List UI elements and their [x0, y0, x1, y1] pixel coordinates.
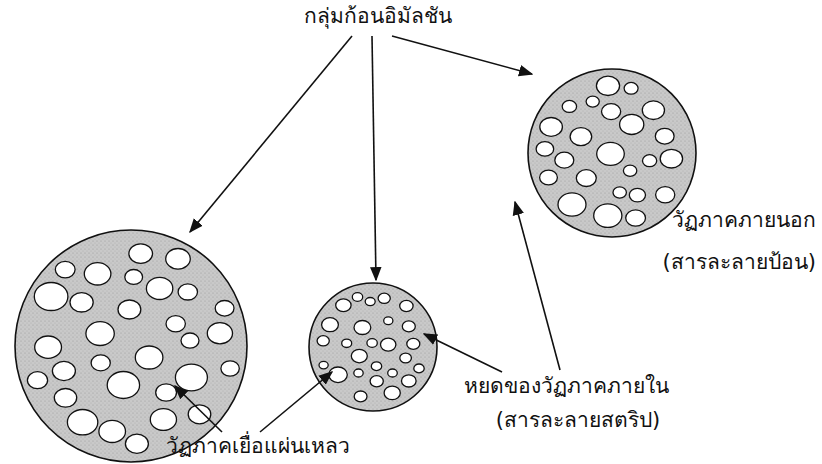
inner-droplet: [125, 270, 143, 285]
inner-droplet: [586, 96, 599, 107]
inner-droplet: [570, 128, 592, 146]
inner-droplet: [540, 170, 558, 185]
inner-droplet: [91, 355, 110, 371]
inner-droplet: [351, 349, 367, 362]
inner-droplet: [370, 376, 383, 387]
inner-droplet: [562, 100, 576, 112]
inner-droplet: [125, 434, 148, 453]
inner-droplet: [86, 322, 114, 346]
leader-lines: [175, 36, 560, 432]
inner-droplet: [322, 318, 339, 332]
inner-droplet: [643, 155, 657, 167]
inner-droplet: [84, 263, 111, 285]
membrane-label: วัฏภาคเยื่อแผ่นเหลว: [166, 434, 350, 459]
inner-droplet: [388, 369, 398, 377]
inner-droplet: [407, 338, 420, 349]
inner-droplet: [319, 361, 328, 369]
inner-droplet: [166, 316, 185, 332]
inner-droplet: [642, 101, 664, 120]
inner-droplet: [317, 336, 329, 346]
inner-droplet: [629, 188, 645, 202]
inner-droplet: [150, 409, 176, 431]
inner-droplet: [188, 405, 211, 424]
droplet-label: หยดของวัฏภาคภายใน: [464, 374, 669, 399]
inner-droplet: [384, 317, 393, 325]
inner-droplet: [594, 204, 622, 228]
inner-droplet: [623, 165, 636, 176]
droplet-note: (สารละลายสตริป): [496, 408, 660, 433]
inner-droplet: [597, 142, 625, 165]
inner-droplet: [118, 300, 141, 319]
inner-droplet: [70, 293, 93, 312]
inner-droplet: [540, 118, 563, 137]
inner-droplet: [215, 301, 234, 317]
inner-droplet: [655, 128, 674, 144]
inner-droplet: [558, 193, 586, 216]
group-label: กลุ่มก้อนอิมัลชัน: [304, 4, 452, 29]
inner-droplet: [27, 372, 47, 389]
phase-note: (สารละลายป้อน): [663, 250, 816, 275]
inner-droplet: [67, 410, 97, 435]
emulsion-globule: [15, 230, 247, 462]
inner-droplet: [624, 82, 638, 94]
inner-droplet: [365, 298, 375, 306]
inner-droplet: [400, 300, 413, 311]
inner-droplet: [400, 353, 412, 363]
inner-droplet: [602, 104, 621, 120]
inner-droplet: [55, 261, 75, 277]
inner-droplet: [354, 369, 363, 377]
inner-droplet: [536, 142, 554, 157]
inner-droplet: [146, 277, 172, 299]
inner-droplet: [371, 362, 381, 371]
inner-droplet: [34, 283, 68, 311]
inner-droplet: [135, 346, 163, 369]
inner-droplet: [596, 76, 619, 95]
inner-droplet: [52, 361, 75, 380]
inner-droplet: [175, 364, 207, 391]
inner-droplet: [156, 384, 177, 401]
emulsion-globule: [528, 69, 696, 237]
inner-droplet: [378, 293, 390, 303]
inner-droplet: [354, 321, 371, 335]
inner-droplet: [613, 187, 626, 198]
inner-droplet: [367, 339, 377, 348]
inner-droplet: [178, 284, 197, 300]
inner-droplet: [384, 386, 400, 400]
inner-droplet: [660, 149, 682, 168]
inner-droplet: [414, 364, 424, 373]
inner-droplet: [99, 420, 126, 442]
inner-droplet: [402, 375, 417, 387]
inner-droplet: [166, 248, 191, 269]
inner-droplet: [207, 323, 232, 344]
inner-droplet: [555, 152, 574, 168]
inner-droplet: [181, 333, 199, 348]
inner-droplet: [381, 338, 396, 351]
inner-droplet: [129, 244, 153, 264]
inner-droplet: [402, 321, 415, 332]
inner-droplet: [54, 389, 76, 408]
inner-droplet: [342, 339, 352, 347]
inner-droplet: [336, 299, 351, 312]
inner-droplet: [620, 114, 644, 134]
inner-droplet: [221, 361, 239, 376]
inner-droplet: [352, 293, 362, 302]
emulsion-globule: [309, 283, 437, 411]
inner-droplet: [329, 367, 348, 383]
phase-label: วัฏภาคภายนอก: [672, 208, 816, 233]
inner-droplet: [626, 210, 646, 226]
inner-droplet: [354, 391, 367, 402]
inner-droplet: [656, 187, 675, 203]
inner-droplet: [35, 336, 62, 358]
inner-droplet: [107, 372, 139, 399]
inner-droplet: [576, 170, 596, 187]
